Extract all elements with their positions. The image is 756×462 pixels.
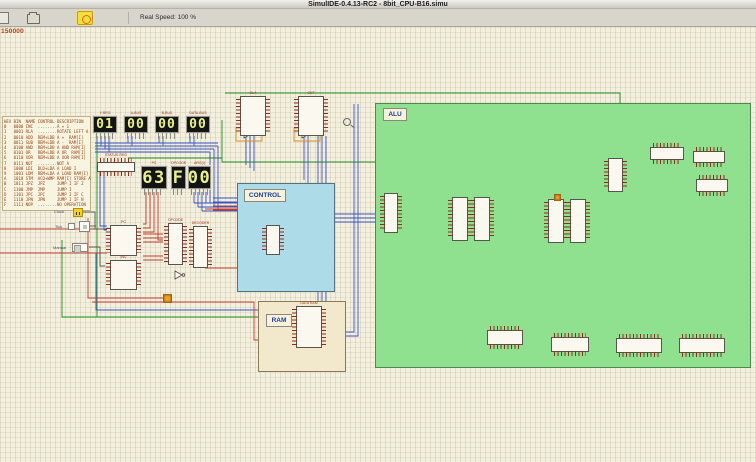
alu-bottom-chip-4[interactable]: [679, 334, 725, 357]
window-titlebar: SimulIDE-0.4.13-RC2 - 8bit_CPU-B16.simu: [0, 0, 756, 9]
file-icon[interactable]: [0, 12, 9, 24]
inc-chip[interactable]: INC: [106, 255, 141, 290]
real-speed-label: Real Speed: 100 %: [140, 14, 197, 21]
alu-label: ALU: [383, 108, 407, 121]
control-label: CONTROL: [244, 189, 286, 202]
power-icon[interactable]: [77, 11, 93, 25]
tick-label: Tick: [55, 224, 63, 229]
data-ram-chip[interactable]: DATA RAM: [292, 301, 326, 348]
display-pins: [188, 133, 208, 139]
clock-label: Clock: [54, 209, 65, 214]
display-pc[interactable]: PC 63: [140, 161, 168, 195]
display-pins: [143, 189, 165, 195]
zoom-cursor-icon: [343, 118, 351, 126]
alu-flag-chip[interactable]: [604, 158, 627, 192]
alu-reg-chip-2[interactable]: [470, 197, 494, 241]
alu-top-chip-1[interactable]: [650, 143, 684, 164]
opcode-chip[interactable]: OPCODE: [164, 218, 187, 265]
alu-orange-led[interactable]: [554, 194, 561, 201]
display-y-reg[interactable]: Y-REG 01: [92, 111, 118, 139]
orange-led[interactable]: [163, 294, 172, 303]
display-a-bus[interactable]: A-BUS 00: [123, 111, 149, 139]
display-b-bus[interactable]: B-BUS 00: [154, 111, 180, 139]
display-pins: [172, 189, 185, 195]
ram-label: RAM: [266, 314, 292, 327]
status-reg-chip[interactable]: STATUS REG: [97, 153, 135, 176]
display-data-bus[interactable]: DATA-BUS 00: [185, 111, 211, 139]
alu-reg-chip-4[interactable]: [566, 199, 590, 243]
manual-label: Manual: [53, 245, 67, 250]
tick-probe[interactable]: [68, 223, 75, 230]
toolbar-separator: [128, 12, 129, 24]
display-pins: [157, 133, 177, 139]
pc-chip[interactable]: PC: [106, 220, 141, 256]
alu-input-chip[interactable]: [380, 193, 402, 233]
display-pins: [95, 133, 115, 139]
step-counter: 150000: [1, 28, 24, 35]
alu-top-chip-2[interactable]: [693, 147, 725, 167]
dla-chip[interactable]: DLA: [236, 91, 270, 136]
alu-bottom-chip-1[interactable]: [487, 326, 523, 349]
instruction-table-text: HEX BIN NAME CONTROL DESCRIPTION 0 0000 …: [4, 119, 91, 208]
alu-bottom-chip-3[interactable]: [616, 334, 662, 357]
instruction-table[interactable]: HEX BIN NAME CONTROL DESCRIPTION 0 0000 …: [2, 116, 91, 211]
control-sequencer-chip[interactable]: [262, 225, 284, 255]
alu-bottom-chip-2[interactable]: [551, 333, 589, 356]
tick-button[interactable]: [79, 221, 90, 232]
decoder-chip[interactable]: DECODER: [189, 221, 212, 268]
open-folder-icon[interactable]: [27, 12, 40, 24]
cnt-chip[interactable]: CNT: [294, 91, 328, 136]
manual-switch[interactable]: [72, 243, 88, 253]
display-opcode[interactable]: OPCODE F: [170, 161, 187, 195]
alu-reg-chip-3[interactable]: [544, 199, 568, 243]
clock-source[interactable]: [73, 208, 83, 217]
window-title: SimulIDE-0.4.13-RC2 - 8bit_CPU-B16.simu: [308, 1, 448, 8]
alu-reg-chip-1[interactable]: [448, 197, 472, 241]
display-pins: [190, 189, 209, 195]
alu-top-chip-3[interactable]: [696, 175, 728, 196]
display-arg[interactable]: ARG(I) 00: [187, 161, 212, 195]
toolbar: Real Speed: 100 %: [0, 9, 756, 27]
display-pins: [126, 133, 146, 139]
